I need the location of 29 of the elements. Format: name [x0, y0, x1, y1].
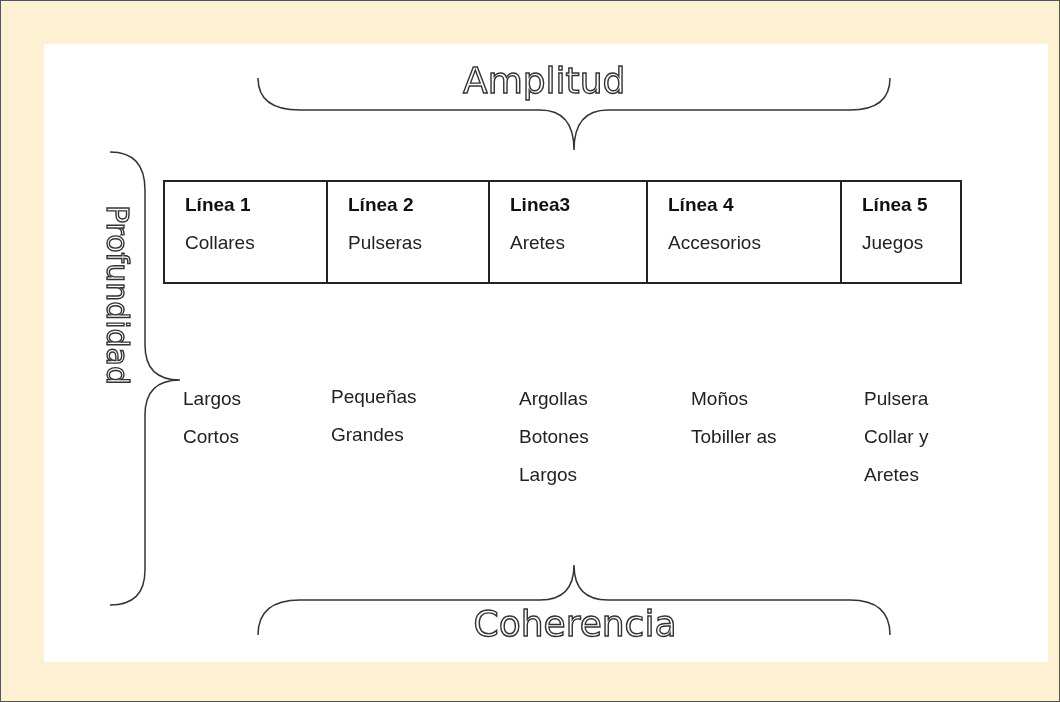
- product-item: Collar y Aretes: [864, 425, 930, 487]
- product-item: Cortos: [183, 425, 240, 449]
- product-item: Argollas: [519, 387, 589, 411]
- product-item: Tobiller as: [691, 425, 778, 449]
- product-item: Moños: [691, 387, 750, 411]
- category-name: Pulseras: [348, 232, 422, 254]
- product-item: Pequeñas: [331, 385, 418, 409]
- line-heading: Línea 5: [862, 194, 928, 216]
- category-cell: [163, 180, 328, 284]
- dimension-title: Amplitud: [463, 60, 626, 101]
- category-cell: [840, 180, 962, 284]
- dimension-title: Profundidad: [100, 205, 135, 386]
- category-cell: [488, 180, 648, 284]
- dimension-title: Coherencia: [473, 603, 677, 644]
- line-heading: Línea 2: [348, 194, 414, 216]
- category-name: Collares: [185, 232, 255, 254]
- product-item: Pulsera: [864, 387, 930, 411]
- category-name: Accesorios: [668, 232, 761, 254]
- category-cell: [646, 180, 842, 284]
- category-name: Juegos: [862, 232, 924, 254]
- product-item: Botones: [519, 425, 590, 449]
- line-heading: Linea3: [510, 194, 571, 216]
- product-item: Largos: [519, 463, 579, 487]
- category-name: Aretes: [510, 232, 565, 254]
- product-item: Grandes: [331, 423, 405, 447]
- line-heading: Línea 1: [185, 194, 251, 216]
- product-item: Largos: [183, 387, 243, 411]
- line-heading: Línea 4: [668, 194, 734, 216]
- category-cell: [326, 180, 490, 284]
